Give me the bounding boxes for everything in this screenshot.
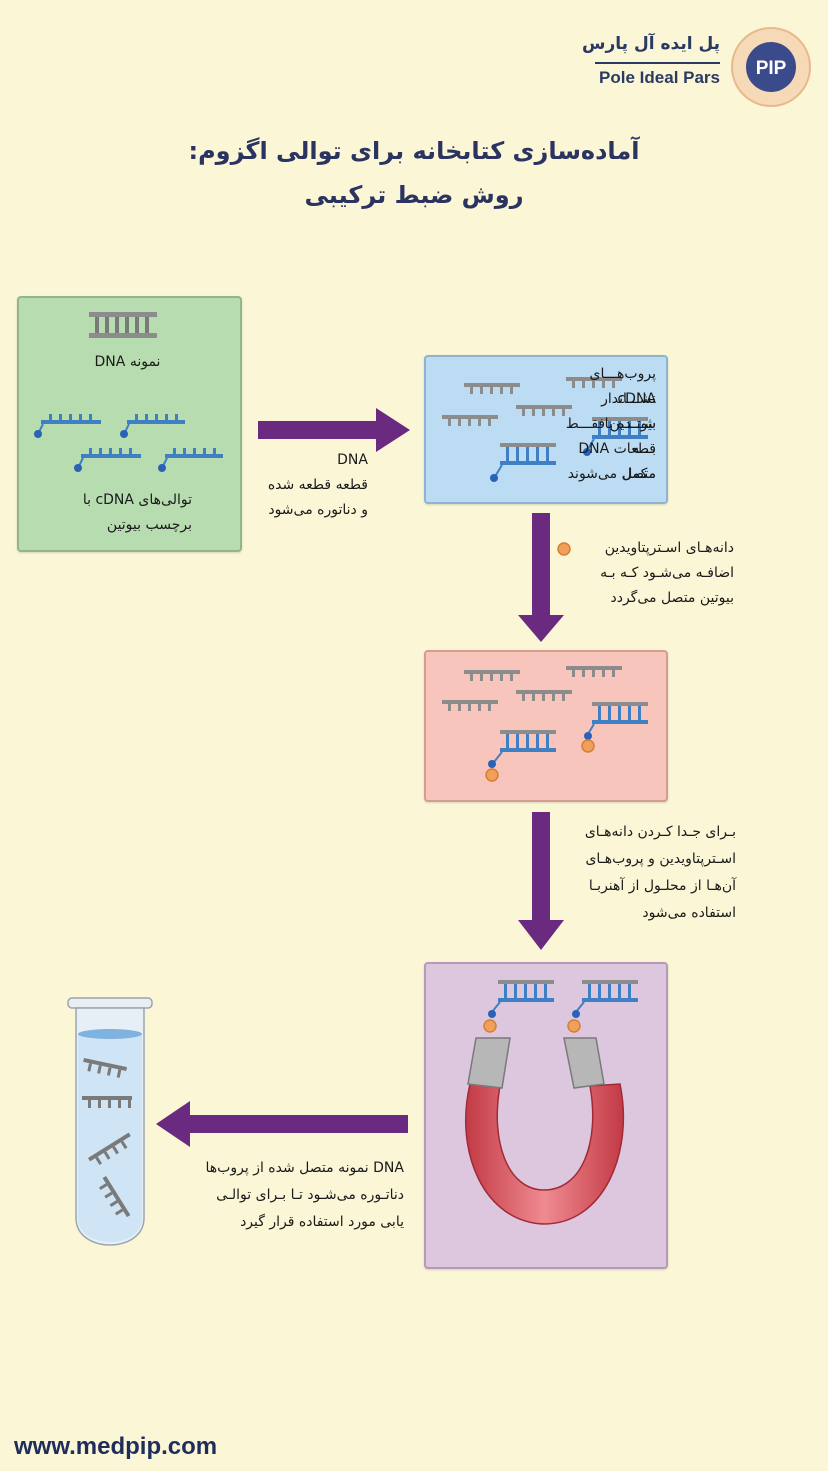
magnet-text-4: استفاده می‌شود	[642, 905, 736, 921]
streptavidin-text-1: دانه‌هـای اسـترپتاویدین	[604, 540, 734, 556]
magnet-text-2: اسـترپتاویدین و پروب‌هـای	[585, 851, 736, 867]
cdna-label-line2: برچسب بیوتین	[106, 517, 192, 533]
captured-probe-right	[567, 980, 638, 1033]
arrow-down-1	[518, 513, 564, 642]
final-text-2: دناتـوره می‌شـود تـا بـرای توالـی	[216, 1187, 404, 1203]
dna-sample-illustration	[34, 312, 223, 472]
page-title-line1: آماده‌سازی کتابخانه برای توالی اگزوم:	[188, 137, 640, 165]
page-title-line2: روش ضبط ترکیبی	[304, 181, 524, 209]
streptavidin-bead-icon	[557, 542, 571, 556]
bead-binding-illustration	[442, 666, 648, 782]
horseshoe-magnet-icon	[465, 1037, 625, 1225]
arrow-left	[156, 1101, 408, 1147]
cdna-label-line1: توالی‌های cDNA با	[82, 492, 192, 508]
streptavidin-text-2: اضافـه می‌شـود کـه بـه	[600, 565, 734, 581]
website-link[interactable]: www.medpip.com	[14, 1433, 218, 1460]
fragment-text-2: قطعه قطعه شده	[267, 477, 368, 493]
bound-probe-1	[583, 417, 648, 456]
probe-text-1: پروب‌هـــای cDNA	[589, 366, 656, 407]
magnet-text-3: آن‌هـا از محلـول از آهنربـا	[588, 878, 736, 894]
logo-mark: PIP	[756, 58, 787, 79]
final-text-1: DNA نمونه متصل شده از پروب‌ها	[205, 1160, 404, 1176]
streptavidin-text-3: بیوتین متصل می‌گردد	[610, 590, 734, 606]
released-dna-icons	[82, 1058, 132, 1218]
arrow-down-2	[518, 812, 564, 950]
brand-name-en: Pole Ideal Pars	[599, 68, 720, 87]
brand-divider	[595, 62, 720, 64]
bound-probe-2	[490, 443, 556, 482]
probe-binding-panel	[424, 355, 668, 504]
dna-sample-label: نمونه DNA	[94, 354, 161, 370]
arrow-right	[258, 408, 410, 452]
test-tube-illustration	[67, 997, 153, 1246]
bead-binding-panel	[424, 650, 668, 802]
company-logo: PIP	[731, 27, 811, 107]
probe-text-2: نشـــاندار شـــده با	[601, 391, 656, 432]
double-strand-dna-icon	[89, 312, 157, 338]
magnet-illustration	[465, 980, 638, 1225]
final-text-3: یابی مورد استفاده قرار گیرد	[240, 1214, 404, 1230]
probe-text-3: بیوتـــین فقـــط بـــه	[565, 416, 656, 457]
brand-name-fa: پل ایده آل پارس	[582, 34, 720, 54]
probe-text-5: متصل می‌شوند	[567, 466, 656, 482]
probe-binding-illustration	[442, 377, 648, 482]
fragment-text-1: DNA	[337, 452, 368, 468]
fragment-text-3: و دناتوره می‌شود	[268, 502, 368, 518]
captured-probe-left	[483, 980, 554, 1033]
probe-text-4: قطعات DNA مکمل	[578, 441, 656, 482]
cdna-probes-icon	[34, 414, 223, 472]
magnet-text-1: بـرای جـدا کـردن دانه‌هـای	[584, 824, 736, 840]
